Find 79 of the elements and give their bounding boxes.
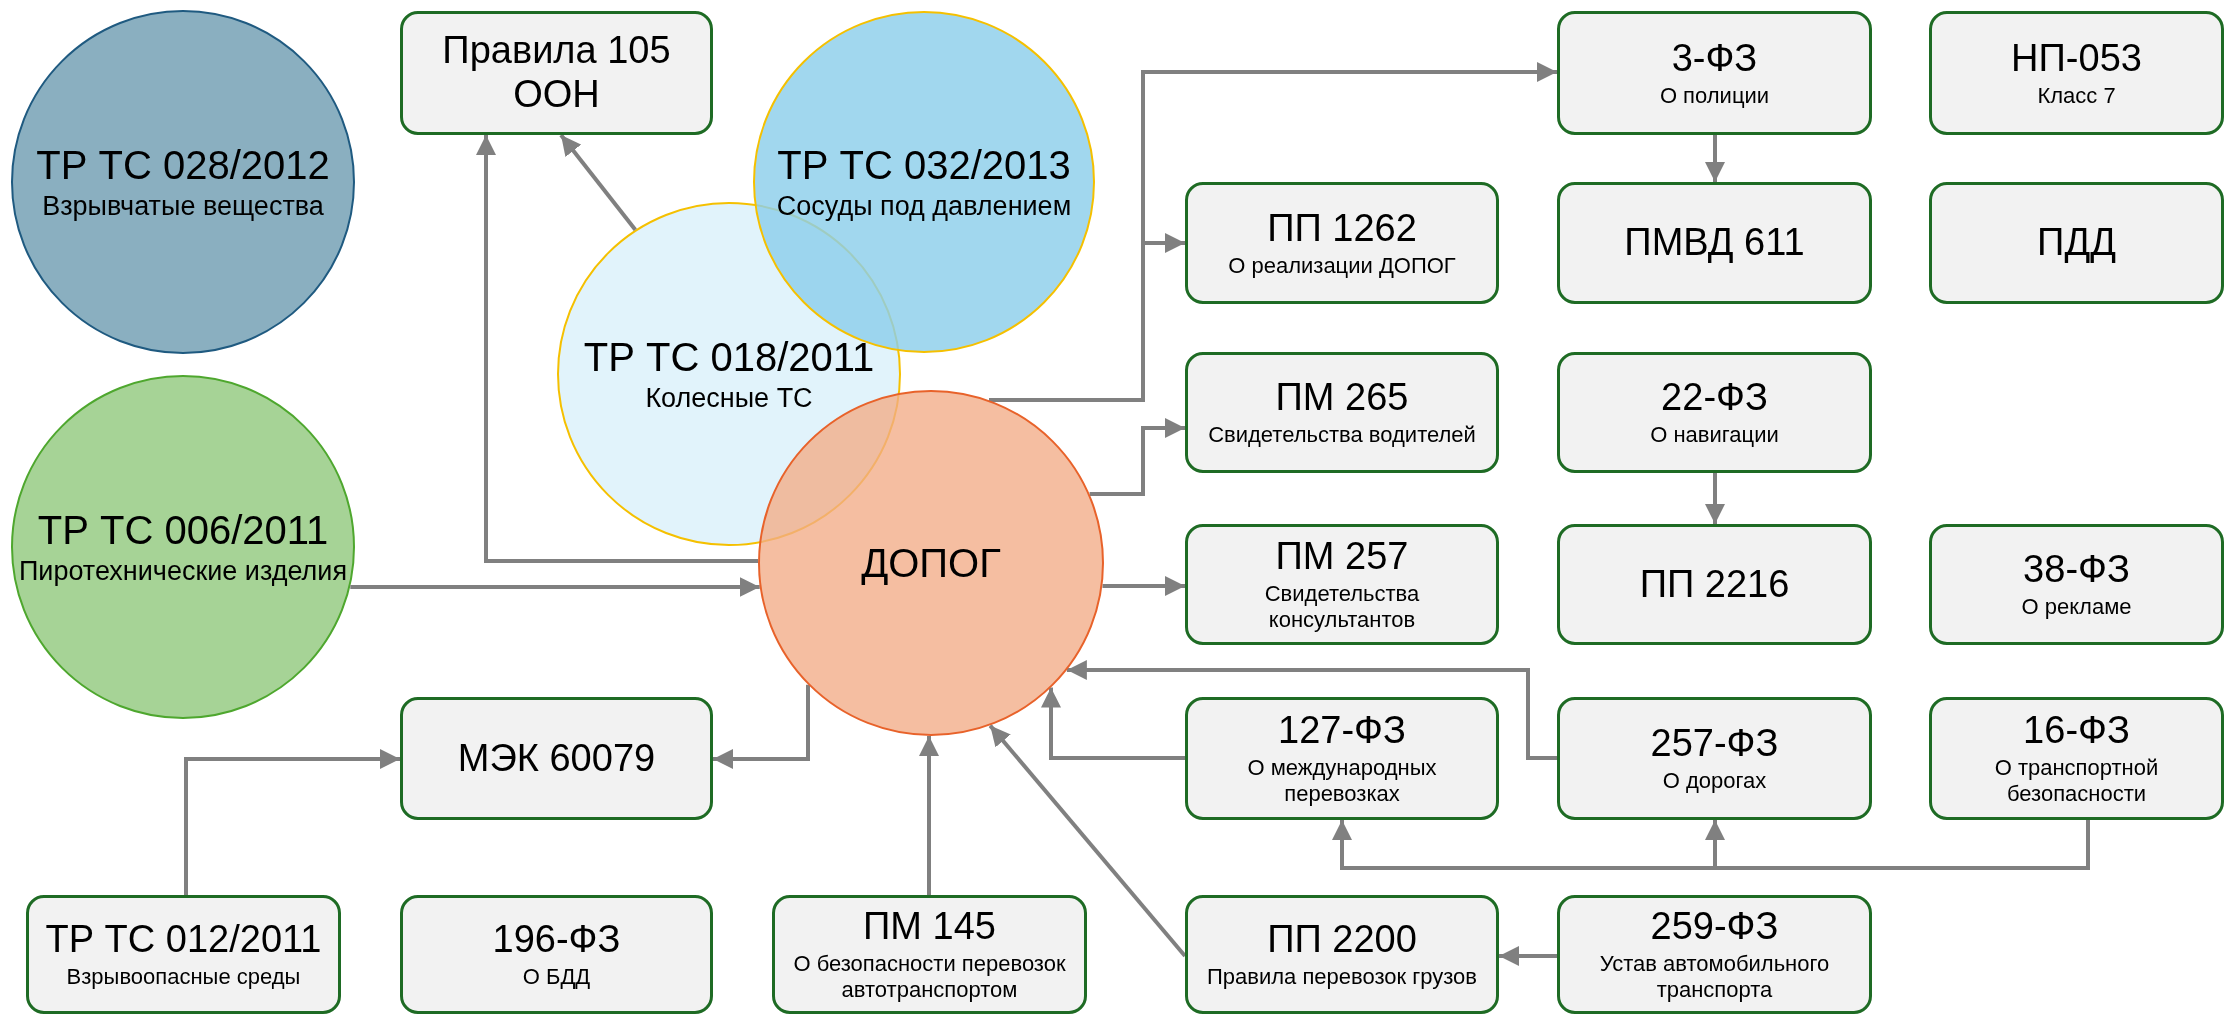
document-box [1557, 524, 1872, 645]
regulation-title: Сосуды под давлением [776, 189, 1072, 223]
arrow [1705, 473, 1725, 524]
document-number: Правила 105 ООН [441, 29, 672, 117]
document-box [1185, 697, 1499, 820]
document-title: Свидетельства водителей [1208, 422, 1476, 449]
document-box [772, 895, 1087, 1014]
arrow [1041, 687, 1185, 760]
document-number: 16-ФЗ [2023, 709, 2130, 753]
document-box [1557, 352, 1872, 473]
arrow [1705, 820, 2090, 870]
document-number: 38-ФЗ [2023, 548, 2130, 593]
regulation-code: ТР ТС 032/2013 [777, 141, 1071, 188]
arrow [1089, 418, 1185, 496]
arrow [1499, 946, 1557, 966]
document-title: Правила перевозок грузов [1206, 964, 1478, 991]
arrow [1066, 660, 1557, 760]
document-box [1557, 697, 1872, 820]
regulation-title: Колесные ТС [645, 381, 813, 415]
document-box [1185, 895, 1499, 1014]
document-number: ПП 1262 [1267, 206, 1417, 251]
document-title: О международных перевозках [1246, 754, 1438, 808]
arrow [713, 684, 810, 769]
regulation-code: ТР ТС 018/2011 [583, 333, 875, 380]
document-number: ПП 2216 [1639, 562, 1790, 607]
document-number: ПМ 265 [1275, 376, 1409, 421]
document-title: Свидетельства консультантов [1263, 580, 1421, 634]
regulation-title: Взрывчатые вещества [42, 189, 324, 223]
document-title: Взрывоопасные среды [66, 964, 301, 991]
regulation-code: ДОПОГ [861, 540, 1001, 586]
regulation-code: ТР ТС 006/2011 [37, 506, 329, 553]
document-number: 196-ФЗ [492, 918, 621, 963]
arrow [350, 577, 760, 597]
document-box [1557, 182, 1872, 304]
document-number: ПП 2200 [1267, 918, 1417, 963]
document-number: ПМВД 611 [1624, 221, 1805, 265]
document-box [1185, 352, 1499, 473]
document-number: 259-ФЗ [1650, 905, 1779, 949]
regulation-code: ТР ТС 028/2012 [36, 141, 330, 188]
document-number: 127-ФЗ [1278, 709, 1406, 753]
document-title: О реализации ДОПОГ [1228, 252, 1456, 280]
document-title: О рекламе [2021, 594, 2132, 621]
document-number: ТР ТС 012/2011 [45, 918, 322, 963]
document-box [26, 895, 341, 1014]
document-title: О БДД [522, 964, 591, 991]
document-title: О навигации [1650, 422, 1779, 449]
document-number: 257-ФЗ [1650, 722, 1779, 767]
document-box [1557, 11, 1872, 135]
regulation-title: Пиротехнические изделия [18, 554, 348, 588]
document-box [1557, 895, 1872, 1014]
document-box [400, 11, 713, 135]
arrow [988, 724, 1187, 958]
document-title: О дорогах [1662, 768, 1767, 795]
arrow [184, 749, 400, 895]
document-number: МЭК 60079 [457, 736, 656, 781]
document-title: Класс 7 [2037, 82, 2116, 110]
document-number: ПМ 145 [863, 905, 996, 949]
arrow [919, 736, 939, 895]
document-number: ПДД [2037, 221, 2116, 265]
document-box [400, 895, 713, 1014]
document-title: О полиции [1659, 82, 1770, 110]
document-box [1185, 524, 1499, 645]
document-box [1185, 182, 1499, 304]
document-box [1929, 697, 2224, 820]
document-box [1929, 524, 2224, 645]
document-number: 3-ФЗ [1671, 36, 1758, 81]
document-box [1929, 182, 2224, 304]
document-title: О транспортной безопасности [1993, 754, 2160, 808]
arrow [559, 133, 637, 231]
arrow [1705, 135, 1725, 182]
document-box [400, 697, 713, 820]
arrow [1102, 576, 1185, 596]
document-title: Устав автомобильного транспорта [1598, 950, 1831, 1004]
document-number: ПМ 257 [1275, 535, 1409, 579]
document-number: 22-ФЗ [1661, 376, 1768, 421]
document-box [1929, 11, 2224, 135]
document-number: НП-053 [2011, 36, 2142, 81]
arrow [476, 135, 758, 563]
document-title: О безопасности перевозок автотранспортом [792, 950, 1067, 1004]
